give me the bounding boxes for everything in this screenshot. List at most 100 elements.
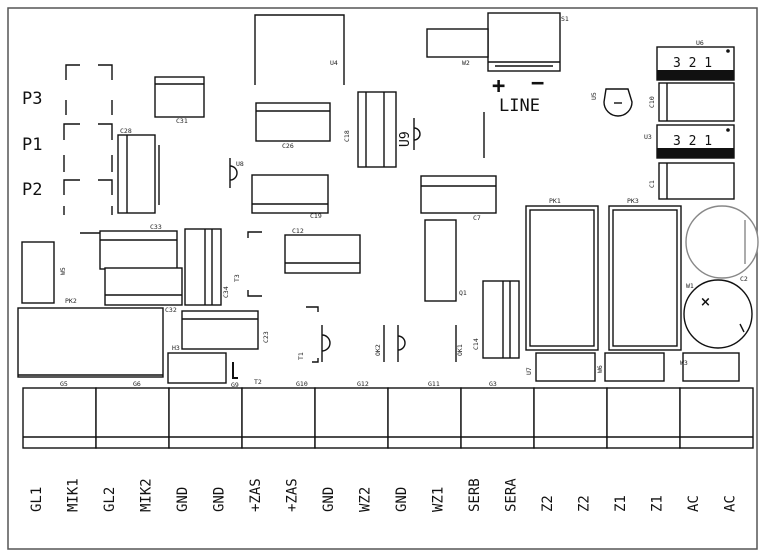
- silk-h3: H3: [172, 344, 180, 352]
- silk-t3: T3: [233, 274, 241, 282]
- sensor-u9: [413, 112, 485, 158]
- capacitor-c34: [184, 228, 222, 306]
- transistor-t3: [247, 231, 262, 297]
- silk-ok2: OK2: [374, 344, 382, 356]
- capacitor-c14: [482, 280, 520, 359]
- silk-c28: C28: [120, 127, 132, 135]
- jumper-w2: [426, 28, 489, 58]
- terminal-label: MIK2: [139, 478, 155, 512]
- capacitor-c18: [357, 91, 397, 168]
- silk-w5: W5: [59, 267, 67, 275]
- terminal-label: GND: [321, 487, 337, 512]
- capacitor-c32: [104, 267, 183, 306]
- jumper-w6: [604, 352, 665, 382]
- pot-p3: [65, 64, 113, 115]
- terminal-label: WZ1: [431, 487, 447, 512]
- silk-c18: C18: [343, 130, 351, 142]
- silk-c7: C7: [473, 214, 481, 222]
- silk-w2: W2: [462, 59, 470, 67]
- silk-w1: W1: [686, 282, 694, 290]
- component-u7: [535, 352, 596, 382]
- line-minus: −: [531, 71, 544, 96]
- terminal-strip: [22, 387, 754, 449]
- silk-u3: U3: [644, 133, 652, 141]
- terminal-label: GL2: [102, 487, 118, 512]
- line-plus: +: [492, 74, 505, 99]
- header-h3: [167, 352, 227, 384]
- silk-w3: W3: [680, 359, 688, 367]
- silk-g9: G9: [231, 381, 239, 389]
- transistor-t1: [306, 306, 331, 363]
- capacitor-c10: [658, 82, 735, 122]
- silk-t2: T2: [254, 378, 262, 386]
- capacitor-c19: [251, 174, 329, 214]
- silk-pk3: PK3: [627, 197, 639, 205]
- silk-g3: G3: [489, 380, 497, 388]
- silk-c10: C10: [648, 96, 656, 108]
- silk-u6: U6: [696, 39, 704, 47]
- terminal-label: GND: [175, 487, 191, 512]
- buzzer-w1: [683, 279, 753, 349]
- line-label: LINE: [499, 96, 540, 116]
- terminal-label: GND: [394, 487, 410, 512]
- silk-g6: G6: [133, 380, 141, 388]
- silk-ok1: OK1: [456, 344, 464, 356]
- terminal-label: Z1: [613, 495, 629, 512]
- capacitor-c33: [99, 230, 178, 270]
- capacitor-c28: [117, 134, 156, 214]
- regulator-u3-pins: 3 2 1: [673, 134, 712, 149]
- transformer-u4: [254, 14, 345, 85]
- terminal-label: +ZAS: [285, 478, 301, 512]
- svg-text:×: ×: [700, 295, 711, 310]
- terminal-label: GND: [212, 487, 228, 512]
- sensor-u8: [229, 158, 238, 188]
- terminal-label: SERB: [467, 478, 483, 512]
- silk-c14: C14: [472, 338, 480, 350]
- pot-label-p1: P1: [22, 135, 42, 155]
- relay-pk2: [17, 307, 164, 378]
- capacitor-c31: [154, 76, 205, 118]
- silk-c19: C19: [310, 212, 322, 220]
- silk-g5: G5: [60, 380, 68, 388]
- silk-g10: G10: [296, 380, 308, 388]
- silk-c31: C31: [176, 117, 188, 125]
- silk-u9: U9: [398, 131, 413, 147]
- silk-pk2: PK2: [65, 297, 77, 305]
- capacitor-c1: [658, 162, 735, 200]
- silk-c12: C12: [292, 227, 304, 235]
- optocoupler-ok2: [383, 325, 406, 362]
- terminal-label: SERA: [504, 478, 520, 512]
- terminal-label: WZ2: [358, 487, 374, 512]
- terminal-label: GL1: [29, 487, 45, 512]
- silk-c26: C26: [282, 142, 294, 150]
- silk-q1: Q1: [459, 289, 467, 297]
- jumper-w3: [682, 352, 740, 382]
- silk-c34: C34: [222, 286, 230, 298]
- silk-c1: C1: [648, 180, 656, 188]
- pot-p1: [63, 123, 113, 172]
- silk-g12: G12: [357, 380, 369, 388]
- silk-w6: W6: [596, 365, 604, 373]
- terminal-label: Z1: [650, 495, 666, 512]
- silk-pk1: PK1: [549, 197, 561, 205]
- silk-g11: G11: [428, 380, 440, 388]
- silk-t1: T1: [297, 352, 305, 360]
- pot-p2: [63, 179, 113, 215]
- silk-c32: C32: [165, 306, 177, 314]
- terminal-pin-labels: GL1 MIK1 GL2 MIK2 GND GND +ZAS +ZAS GND WZ2 GND WZ1…: [29, 478, 739, 512]
- jumper-w5: [21, 241, 55, 304]
- capacitor-c7: [420, 175, 497, 214]
- regulator-u6-pins: 3 2 1: [673, 56, 712, 71]
- silk-u5: U5: [590, 92, 598, 100]
- capacitor-c12: [284, 234, 361, 274]
- pot-label-p2: P2: [22, 180, 42, 200]
- terminal-label: +ZAS: [248, 478, 264, 512]
- silk-s1: S1: [561, 15, 569, 23]
- sensor-u5: [603, 88, 633, 117]
- silk-u4: U4: [330, 59, 338, 67]
- terminal-label: MIK1: [66, 478, 82, 512]
- transistor-q1: [424, 219, 457, 302]
- silk-u8: U8: [236, 160, 244, 168]
